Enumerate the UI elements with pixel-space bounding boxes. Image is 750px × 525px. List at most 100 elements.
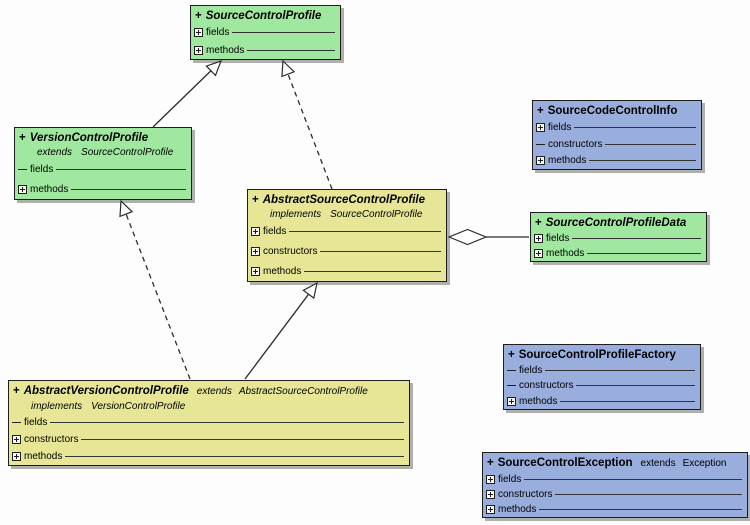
expand-plus-icon[interactable]	[536, 156, 545, 166]
section-row-methods: methods	[248, 261, 446, 281]
class-box-abstract-version-control-profile[interactable]: +AbstractVersionControlProfile extends Abs…	[8, 380, 410, 466]
class-title: +AbstractSourceControlProfile	[248, 190, 446, 208]
section-row-fields: fields	[191, 24, 340, 42]
connector-abstract-version-control-profile-implements-version-control-profile	[119, 199, 191, 380]
section-row-methods: methods	[533, 152, 701, 169]
section-label: methods	[498, 504, 537, 515]
section-divider-line	[71, 188, 186, 190]
visibility-marker: +	[19, 132, 26, 144]
section-divider-line	[65, 456, 404, 457]
expand-plus-icon[interactable]	[486, 475, 495, 484]
section-label: fields	[546, 233, 570, 244]
section-row-methods: methods	[504, 394, 700, 409]
section-label: constructors	[24, 434, 79, 445]
hollow-triangle-arrowhead	[281, 59, 296, 78]
relation-keyword: implements	[31, 401, 83, 412]
class-title: +SourceControlProfileFactory	[504, 345, 700, 363]
section-divider-line	[81, 439, 404, 440]
solid-relation-line	[152, 70, 212, 128]
section-row-fields: fields	[9, 414, 409, 431]
relation-keyword: implements	[270, 209, 322, 220]
section-row-fields: fields	[483, 472, 747, 487]
extends-keyword: extends	[640, 458, 676, 469]
section-label: methods	[519, 395, 558, 407]
section-divider-line	[232, 32, 335, 34]
section-label: methods	[546, 248, 585, 259]
expand-plus-icon[interactable]	[486, 490, 495, 499]
expand-plus-icon[interactable]	[12, 435, 21, 444]
section-divider-line	[555, 494, 742, 495]
section-divider-line	[539, 509, 742, 510]
section-label: methods	[206, 44, 245, 56]
connector-version-control-profile-extends-source-control-profile	[152, 60, 223, 128]
section-label: methods	[548, 155, 587, 167]
section-label: constructors	[548, 138, 603, 150]
connector-abstract-source-control-profile-aggregates-source-control-profile-data	[447, 228, 529, 246]
connector-abstract-source-control-profile-implements-source-control-profile	[281, 59, 333, 190]
class-name: SourceControlProfile	[205, 10, 322, 22]
section-row-methods: methods	[483, 502, 747, 517]
hollow-triangle-arrowhead	[205, 60, 223, 77]
section-label: fields	[519, 365, 543, 377]
section-label: fields	[24, 417, 48, 428]
class-name: SourceControlException	[497, 457, 633, 469]
section-row-fields: fields	[15, 160, 191, 180]
expand-plus-icon[interactable]	[12, 452, 21, 461]
hollow-triangle-arrowhead	[302, 281, 318, 300]
expand-plus-icon[interactable]	[18, 184, 27, 194]
section-divider-line	[576, 385, 695, 387]
class-name: SourceControlProfileFactory	[518, 349, 676, 361]
class-name: AbstractVersionControlProfile	[23, 385, 189, 397]
section-row-fields: fields	[531, 231, 706, 246]
section-label: methods	[263, 265, 302, 277]
visibility-marker: +	[13, 385, 20, 397]
section-divider-line	[320, 251, 441, 252]
expand-plus-icon[interactable]	[194, 28, 203, 38]
relation-subline: implements SourceControlProfile	[248, 208, 446, 222]
expand-plus-icon[interactable]	[534, 249, 543, 258]
expand-plus-icon[interactable]	[251, 247, 260, 256]
section-label: fields	[548, 121, 572, 133]
expand-plus-icon[interactable]	[251, 266, 260, 276]
extends-type: AbstractSourceControlProfile	[238, 386, 368, 397]
section-label: constructors	[498, 489, 553, 500]
expand-plus-icon[interactable]	[486, 505, 495, 514]
section-label: fields	[498, 474, 522, 485]
section-divider-line	[56, 169, 186, 171]
section-row-methods: methods	[191, 42, 340, 60]
class-name: SourceControlProfileData	[545, 217, 687, 229]
expand-plus-icon[interactable]	[536, 122, 545, 132]
visibility-marker: +	[537, 105, 544, 117]
class-title: +AbstractVersionControlProfile extends Abs…	[9, 381, 409, 400]
empty-section-dash-icon	[536, 143, 545, 145]
section-divider-line	[304, 270, 441, 272]
visibility-marker: +	[195, 10, 202, 22]
relation-type: SourceControlProfile	[81, 147, 174, 158]
hollow-triangle-arrowhead	[119, 199, 134, 218]
extends-keyword: extends	[196, 386, 232, 397]
section-row-constructors: constructors	[248, 242, 446, 262]
section-divider-line	[605, 143, 696, 145]
expand-plus-icon[interactable]	[251, 227, 260, 237]
empty-section-dash-icon	[18, 169, 27, 171]
expand-plus-icon[interactable]	[507, 396, 516, 406]
section-divider-line	[50, 422, 404, 423]
expand-plus-icon[interactable]	[194, 45, 203, 55]
relation-type: SourceControlProfile	[330, 209, 423, 220]
class-name: VersionControlProfile	[29, 132, 149, 144]
section-label: fields	[30, 164, 54, 176]
class-box-source-control-profile[interactable]: +SourceControlProfile fields methods	[190, 5, 341, 60]
section-label: methods	[24, 451, 63, 462]
section-row-constructors: constructors	[533, 136, 701, 153]
expand-plus-icon[interactable]	[534, 234, 543, 243]
section-divider-line	[545, 370, 695, 372]
